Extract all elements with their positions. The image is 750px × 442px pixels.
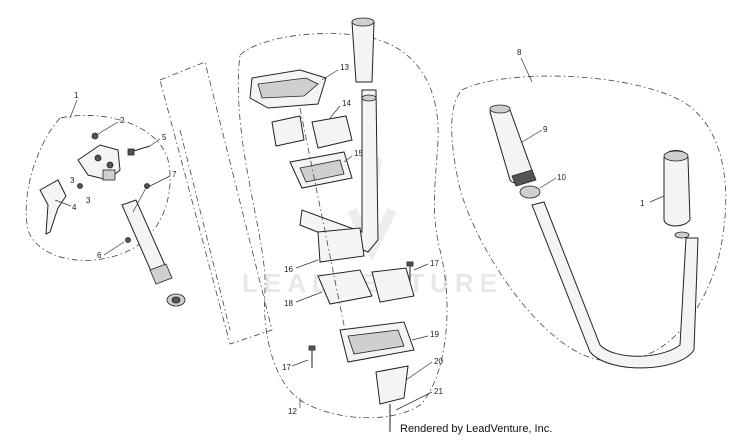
collar-ring	[519, 185, 541, 199]
clamp-half-left	[271, 115, 305, 147]
callout-18: 18	[284, 299, 293, 308]
callout-12: 12	[288, 407, 297, 416]
render-credit: Rendered by LeadVenture, Inc.	[400, 423, 553, 435]
callout-3: 3	[70, 176, 75, 185]
mount-clip	[375, 365, 409, 405]
callout-21: 21	[434, 387, 443, 396]
callout-1: 1	[74, 91, 79, 100]
callout-9: 9	[543, 125, 548, 134]
callout-7: 7	[172, 170, 177, 179]
throttle-assembly-group	[25, 99, 186, 307]
callout-14: 14	[342, 99, 351, 108]
clamp-split-left	[317, 269, 373, 305]
callout-6: 6	[97, 251, 102, 260]
handle-grip-top	[351, 18, 375, 83]
callout-15: 15	[354, 149, 363, 158]
clamp-lower	[317, 227, 365, 263]
callout-2: 2	[120, 116, 125, 125]
callout-1b: 1	[640, 199, 645, 208]
callout-17a: 17	[430, 259, 439, 268]
throttle-trigger	[39, 179, 67, 235]
explosion-axis-left	[159, 61, 273, 345]
callout-10: 10	[557, 173, 566, 182]
callout-5: 5	[162, 133, 167, 142]
clamp-split-right	[371, 267, 415, 303]
callout-20: 20	[434, 357, 443, 366]
callout-4: 4	[72, 203, 77, 212]
grip-right	[663, 150, 691, 227]
handlebar-group	[451, 57, 727, 369]
callout-19: 19	[430, 330, 439, 339]
callout-17b: 17	[282, 363, 291, 372]
callout-16: 16	[284, 265, 293, 274]
callout-13: 13	[340, 63, 349, 72]
callout-labels: 1 2 5 3 3 4 7 6 13 14 15 16 17 18 19 17 …	[70, 48, 645, 416]
clamp-half-right	[311, 115, 353, 149]
handlebar	[531, 201, 699, 369]
nut	[91, 132, 99, 140]
callout-8: 8	[517, 48, 522, 57]
handle-bracket-group	[237, 17, 448, 432]
callout-3b: 3	[86, 196, 91, 205]
